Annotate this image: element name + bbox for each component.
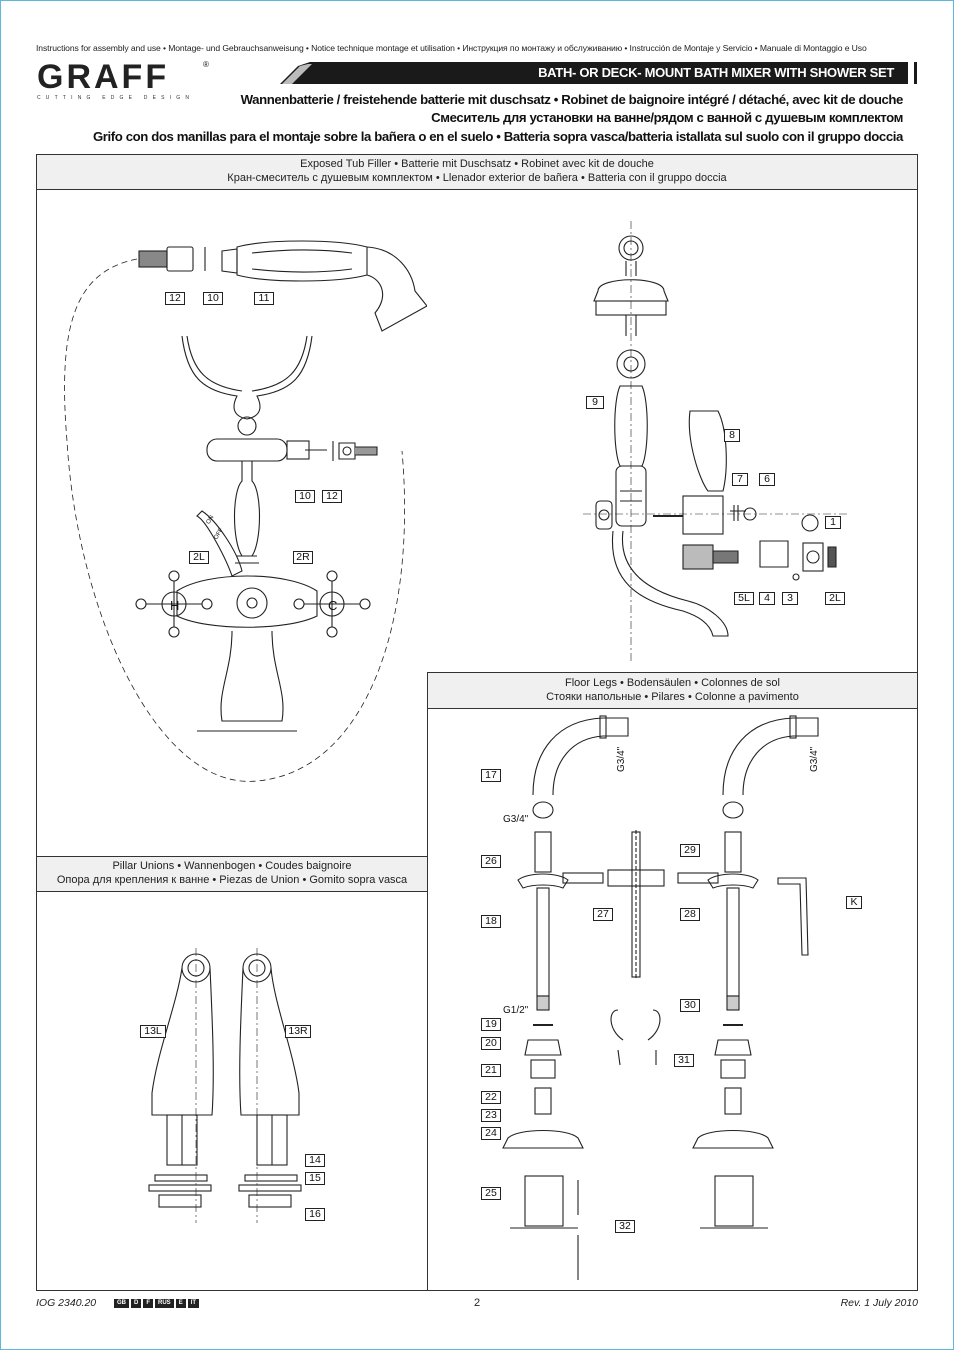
part-label-15: 15	[305, 1172, 325, 1185]
document-title: BATH- OR DECK- MOUNT BATH MIXER WITH SHO…	[538, 65, 894, 80]
pillar-head-line2: Опора для крепления к ванне • Piezas de …	[56, 874, 408, 886]
part-label-26: 26	[481, 855, 501, 868]
part-label-6: 6	[759, 473, 775, 486]
subtitle-ru: Смеситель для установки на ванне/рядом с…	[431, 110, 903, 125]
floor-head-line1: Floor Legs • Bodensäulen • Colonnes de s…	[564, 677, 780, 689]
part-label-10-top: 10	[203, 292, 223, 305]
dim-g34-mid: G3/4"	[503, 814, 529, 825]
part-label-19: 19	[481, 1018, 501, 1031]
part-label-k: K	[846, 896, 862, 909]
part-label-25: 25	[481, 1187, 501, 1200]
exploded-assembly-drawing	[583, 221, 848, 661]
footer-doc-id: IOG 2340.20	[36, 1297, 97, 1309]
graff-logo: GRAFF ® CUTTING EDGE DESIGN	[37, 58, 209, 101]
part-label-10: 10	[295, 490, 315, 503]
pillar-panel-header: Pillar Unions • Wannenbogen • Coudes bai…	[37, 857, 427, 892]
part-label-17: 17	[481, 769, 501, 782]
part-label-8: 8	[724, 429, 740, 442]
lang-badge: GB	[114, 1299, 129, 1308]
title-bar: BATH- OR DECK- MOUNT BATH MIXER WITH SHO…	[280, 62, 908, 84]
part-label-14: 14	[305, 1154, 325, 1167]
part-label-28: 28	[680, 908, 700, 921]
pillar-head-line1: Pillar Unions • Wannenbogen • Coudes bai…	[112, 860, 352, 872]
brand-name: GRAFF	[37, 58, 170, 96]
part-label-21: 21	[481, 1064, 501, 1077]
part-label-12-top: 12	[165, 292, 185, 305]
brand-registered-mark: ®	[203, 60, 209, 69]
hot-label: H	[170, 598, 180, 613]
part-label-16: 16	[305, 1208, 325, 1221]
exposed-head-line1: Exposed Tub Filler • Batterie mit Duschs…	[300, 158, 654, 170]
part-label-9: 9	[586, 396, 604, 409]
dim-g34-right: G3/4"	[809, 746, 820, 772]
cold-label: C	[328, 598, 338, 613]
subtitle-es-it: Grifo con dos manillas para el montaje s…	[92, 129, 903, 144]
part-label-3: 3	[782, 592, 798, 605]
part-label-18: 18	[481, 915, 501, 928]
part-label-32: 32	[615, 1220, 635, 1233]
part-label-13l: 13L	[140, 1025, 166, 1038]
footer-revision: Rev. 1 July 2010	[840, 1297, 918, 1309]
part-label-2l: 2L	[189, 551, 209, 564]
part-label-24: 24	[481, 1127, 501, 1140]
footer-languages: GB D F RUS E IT	[114, 1299, 200, 1308]
title-end-mark	[914, 62, 917, 84]
lang-badge: D	[131, 1299, 142, 1308]
part-label-30: 30	[680, 999, 700, 1012]
part-label-13r: 13R	[285, 1025, 311, 1038]
title-bar-shape	[280, 62, 908, 84]
part-label-20: 20	[481, 1037, 501, 1050]
part-label-29: 29	[680, 844, 700, 857]
lang-badge: IT	[187, 1299, 200, 1308]
floor-head-line2: Стояки напольные • Pilares • Colonne a p…	[546, 691, 799, 703]
subtitle-de-fr: Wannenbatterie / freistehende batterie m…	[240, 92, 904, 107]
part-label-11: 11	[254, 292, 274, 305]
tub-filler-drawing	[64, 240, 427, 782]
pillar-panel-box	[36, 856, 428, 1291]
part-label-12: 12	[322, 490, 342, 503]
floor-legs-drawing	[502, 715, 819, 1280]
part-label-5l: 5L	[734, 592, 754, 605]
part-label-23: 23	[481, 1109, 501, 1122]
part-label-4: 4	[759, 592, 775, 605]
part-label-27: 27	[593, 908, 613, 921]
exposed-head-line2: Кран-смеситель с душевым комплектом • Ll…	[227, 172, 727, 184]
lang-badge: F	[143, 1299, 154, 1308]
part-label-1: 1	[825, 516, 841, 529]
page-number: 2	[474, 1297, 481, 1309]
part-label-2r: 2R	[293, 551, 313, 564]
part-label-7: 7	[732, 473, 748, 486]
part-label-31: 31	[674, 1054, 694, 1067]
languages-line: Instructions for assembly and use • Mont…	[36, 43, 867, 53]
dim-g12: G1/2"	[503, 1005, 529, 1016]
lang-badge: E	[175, 1299, 186, 1308]
lang-badge: RUS	[155, 1299, 174, 1308]
dim-g34-left: G3/4"	[616, 746, 627, 772]
part-label-22: 22	[481, 1091, 501, 1104]
exposed-panel-header: Exposed Tub Filler • Batterie mit Duschs…	[37, 155, 917, 190]
part-label-2l-right: 2L	[825, 592, 845, 605]
floor-panel-header: Floor Legs • Bodensäulen • Colonnes de s…	[428, 673, 917, 709]
brand-tagline: CUTTING EDGE DESIGN	[37, 95, 195, 101]
pillar-unions-drawing	[148, 948, 302, 1223]
